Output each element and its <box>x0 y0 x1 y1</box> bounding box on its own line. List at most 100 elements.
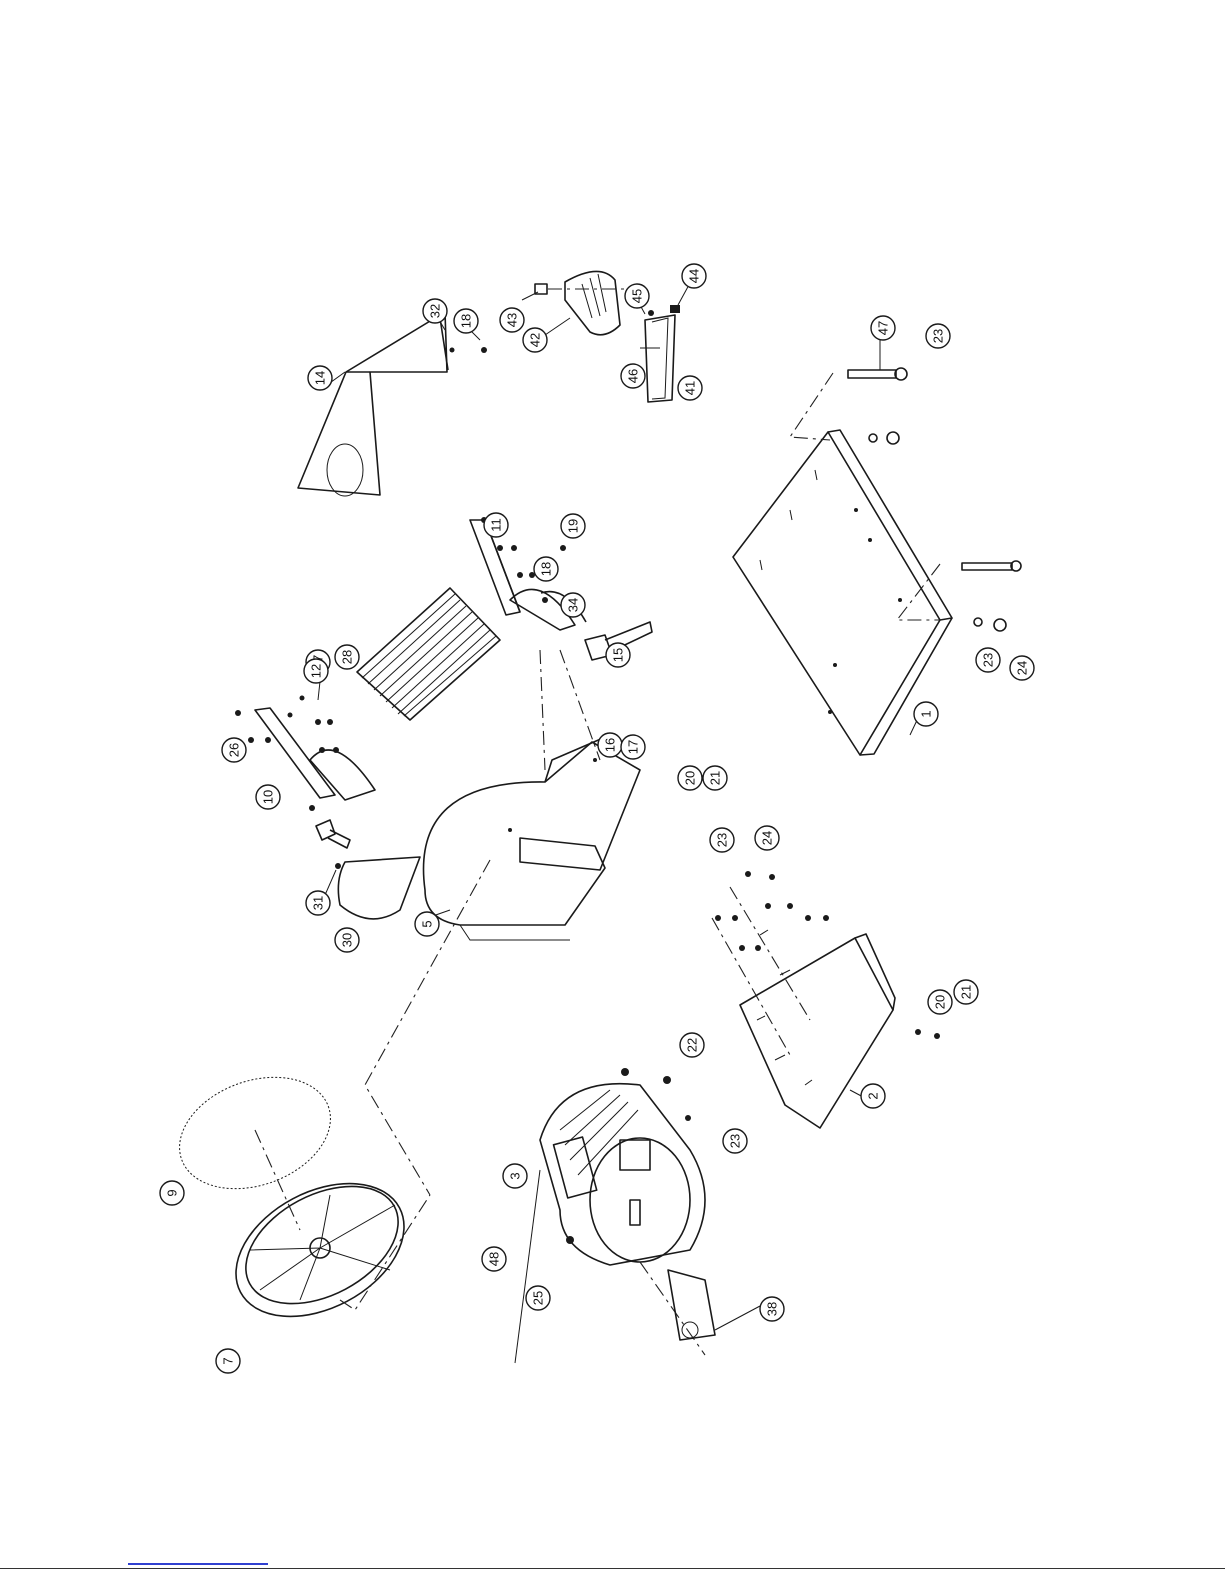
callout-c1: 1 <box>914 702 938 726</box>
callout-c7: 7 <box>216 1349 240 1373</box>
callout-label: 38 <box>765 1302 780 1316</box>
callout-label: 17 <box>626 740 641 754</box>
callout-label: 42 <box>528 333 543 347</box>
part-14-bracket <box>298 312 487 496</box>
callout-label: 9 <box>165 1189 180 1196</box>
callout-label: 47 <box>876 321 891 335</box>
callout-c22: 22 <box>680 1033 704 1057</box>
callout-c28: 28 <box>335 645 359 669</box>
part-5-housing <box>365 650 640 1195</box>
callout-c11: 11 <box>484 513 508 537</box>
callout-label: 46 <box>626 369 641 383</box>
callout-c21a: 21 <box>703 766 727 790</box>
callout-c17: 17 <box>621 735 645 759</box>
callout-label: 48 <box>487 1252 502 1266</box>
part-7-wheel <box>213 1157 430 1344</box>
callout-c3: 3 <box>503 1164 527 1188</box>
callout-label: 23 <box>728 1134 743 1148</box>
callout-label: 23 <box>981 653 996 667</box>
callout-c5: 5 <box>415 912 439 936</box>
callout-c44: 44 <box>682 264 706 288</box>
callout-c46: 46 <box>621 364 645 388</box>
callout-c10: 10 <box>256 785 280 809</box>
part-callouts: 1432184342454446414723111918341527282610… <box>160 264 1034 1373</box>
callout-label: 19 <box>566 519 581 533</box>
callout-label: 21 <box>708 771 723 785</box>
callout-c26: 26 <box>222 738 246 762</box>
callout-label: 2 <box>866 1092 881 1099</box>
callout-label: 23 <box>931 329 946 343</box>
callout-c15: 15 <box>606 643 630 667</box>
callout-label: 34 <box>566 598 581 612</box>
callout-label: 15 <box>611 648 626 662</box>
page-bottom-link-underline <box>128 1563 268 1565</box>
callout-label: 1 <box>919 710 934 717</box>
callout-label: 23 <box>715 833 730 847</box>
callout-label: 22 <box>685 1038 700 1052</box>
callout-label: 5 <box>420 920 435 927</box>
part-3-motor <box>540 1068 705 1355</box>
part-11-trunnion-right <box>470 517 652 660</box>
callout-label: 25 <box>531 1291 546 1305</box>
callout-label: 11 <box>489 518 504 532</box>
callout-c2: 2 <box>861 1084 885 1108</box>
callout-label: 43 <box>505 313 520 327</box>
callout-c31: 31 <box>306 891 330 915</box>
callout-label: 18 <box>459 314 474 328</box>
callout-c23a: 23 <box>926 324 950 348</box>
part-1-table <box>733 368 1021 755</box>
callout-c23c: 23 <box>710 828 734 852</box>
callout-label: 20 <box>683 771 698 785</box>
part-42-miter-gauge <box>535 271 680 402</box>
callout-label: 44 <box>687 269 702 283</box>
callout-c34: 34 <box>561 593 585 617</box>
part-12-grid <box>357 588 500 720</box>
callout-c24a: 24 <box>1010 656 1034 680</box>
callout-label: 41 <box>683 381 698 395</box>
callout-label: 31 <box>311 896 326 910</box>
part-10-trunnion-left <box>235 696 375 849</box>
callout-label: 24 <box>1015 661 1030 675</box>
callout-c42: 42 <box>523 328 547 352</box>
callout-c21b: 21 <box>954 980 978 1004</box>
callout-label: 3 <box>508 1172 523 1179</box>
part-30-guard <box>335 857 420 919</box>
callout-c12: 12 <box>304 659 328 683</box>
callout-label: 24 <box>760 831 775 845</box>
callout-label: 28 <box>340 650 355 664</box>
callout-label: 21 <box>959 985 974 999</box>
page-bottom-rule <box>0 1568 1225 1569</box>
callout-c18b: 18 <box>534 557 558 581</box>
callout-label: 26 <box>227 743 242 757</box>
callout-label: 30 <box>340 933 355 947</box>
callout-c23b: 23 <box>976 648 1000 672</box>
callout-c19: 19 <box>561 514 585 538</box>
callout-label: 32 <box>428 304 443 318</box>
callout-c30: 30 <box>335 928 359 952</box>
callout-c38: 38 <box>760 1297 784 1321</box>
callout-label: 18 <box>539 562 554 576</box>
callout-label: 12 <box>309 664 324 678</box>
callout-c41: 41 <box>678 376 702 400</box>
callout-c20a: 20 <box>678 766 702 790</box>
callout-c43: 43 <box>500 308 524 332</box>
callout-label: 7 <box>221 1357 236 1364</box>
callout-c16: 16 <box>598 733 622 757</box>
callout-c45a: 45 <box>625 284 649 308</box>
callout-c48: 48 <box>482 1247 506 1271</box>
callout-label: 14 <box>313 371 328 385</box>
callout-c25: 25 <box>526 1286 550 1310</box>
callout-c9: 9 <box>160 1181 184 1205</box>
callout-c14: 14 <box>308 366 332 390</box>
part-38-switch <box>668 1270 715 1340</box>
part-9-ring <box>164 1057 346 1230</box>
callout-c23d: 23 <box>723 1129 747 1153</box>
callout-c47: 47 <box>871 316 895 340</box>
part-2-cabinet <box>712 871 940 1128</box>
callout-c24b: 24 <box>755 826 779 850</box>
callout-label: 10 <box>261 790 276 804</box>
callout-label: 16 <box>603 738 618 752</box>
callout-c18a: 18 <box>454 309 478 333</box>
callout-c32: 32 <box>423 299 447 323</box>
